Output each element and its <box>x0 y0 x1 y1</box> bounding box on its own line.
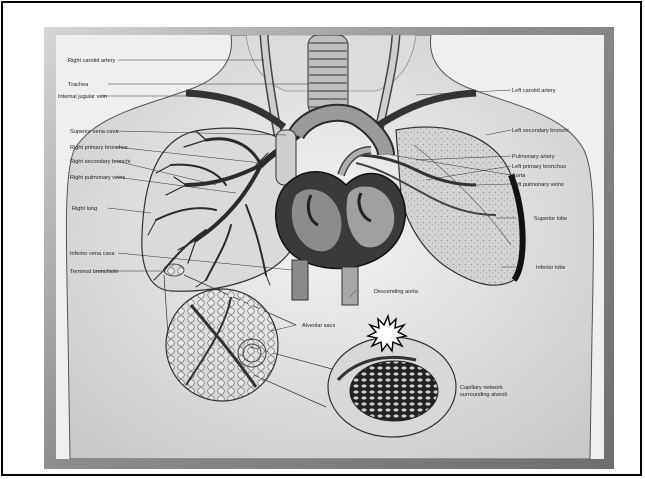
label-terminal-bronchiole: Terminal bronchiole <box>70 269 119 275</box>
label-internal-jugular-vein: Internal jugular vein <box>58 94 107 100</box>
label-inferior-vena-cava: Inferior vena cava <box>70 251 115 257</box>
label-inferior-lobe: Inferior lobe <box>536 265 566 271</box>
label-pulmonary-artery: Pulmonary artery <box>512 154 555 160</box>
label-right-carotid-artery: Right carotid artery <box>68 58 115 64</box>
label-left-pulmonary-veins: Left pulmonary veins <box>512 182 564 188</box>
alveolar-sacs-inset <box>166 289 278 401</box>
label-left-carotid-artery: Left carotid artery <box>512 88 556 94</box>
label-left-secondary-bronchi: Left secondary bronchi <box>512 128 569 134</box>
anatomy-drawing: Right carotid artery Trachea Internal ju… <box>56 35 604 459</box>
label-left-primary-bronchus: Left primary bronchus <box>512 164 566 170</box>
label-superior-lobe: Superior lobe <box>534 216 567 222</box>
anatomy-illustration: Right carotid artery Trachea Internal ju… <box>56 35 604 459</box>
label-capillary-network: Capillary network <box>460 385 503 391</box>
label-descending-aorta: Descending aorta <box>374 289 419 295</box>
label-right-primary-bronchus: Right primary bronchus <box>70 145 128 151</box>
trachea-drawing <box>308 35 348 115</box>
label-trachea: Trachea <box>68 82 89 88</box>
label-capillary-network-2: surrounding alveoli <box>460 392 507 398</box>
label-superior-vena-cava: Superior vena cava <box>70 129 119 135</box>
label-right-pulmonary-veins: Right pulmonary veins <box>70 175 126 181</box>
label-right-secondary-bronchi: Right secondary bronchi <box>70 159 130 165</box>
label-right-lung: Right lung <box>72 206 97 212</box>
label-alveolar-sacs: Alveolar sacs <box>302 323 335 329</box>
label-aorta: Aorta <box>512 173 526 179</box>
